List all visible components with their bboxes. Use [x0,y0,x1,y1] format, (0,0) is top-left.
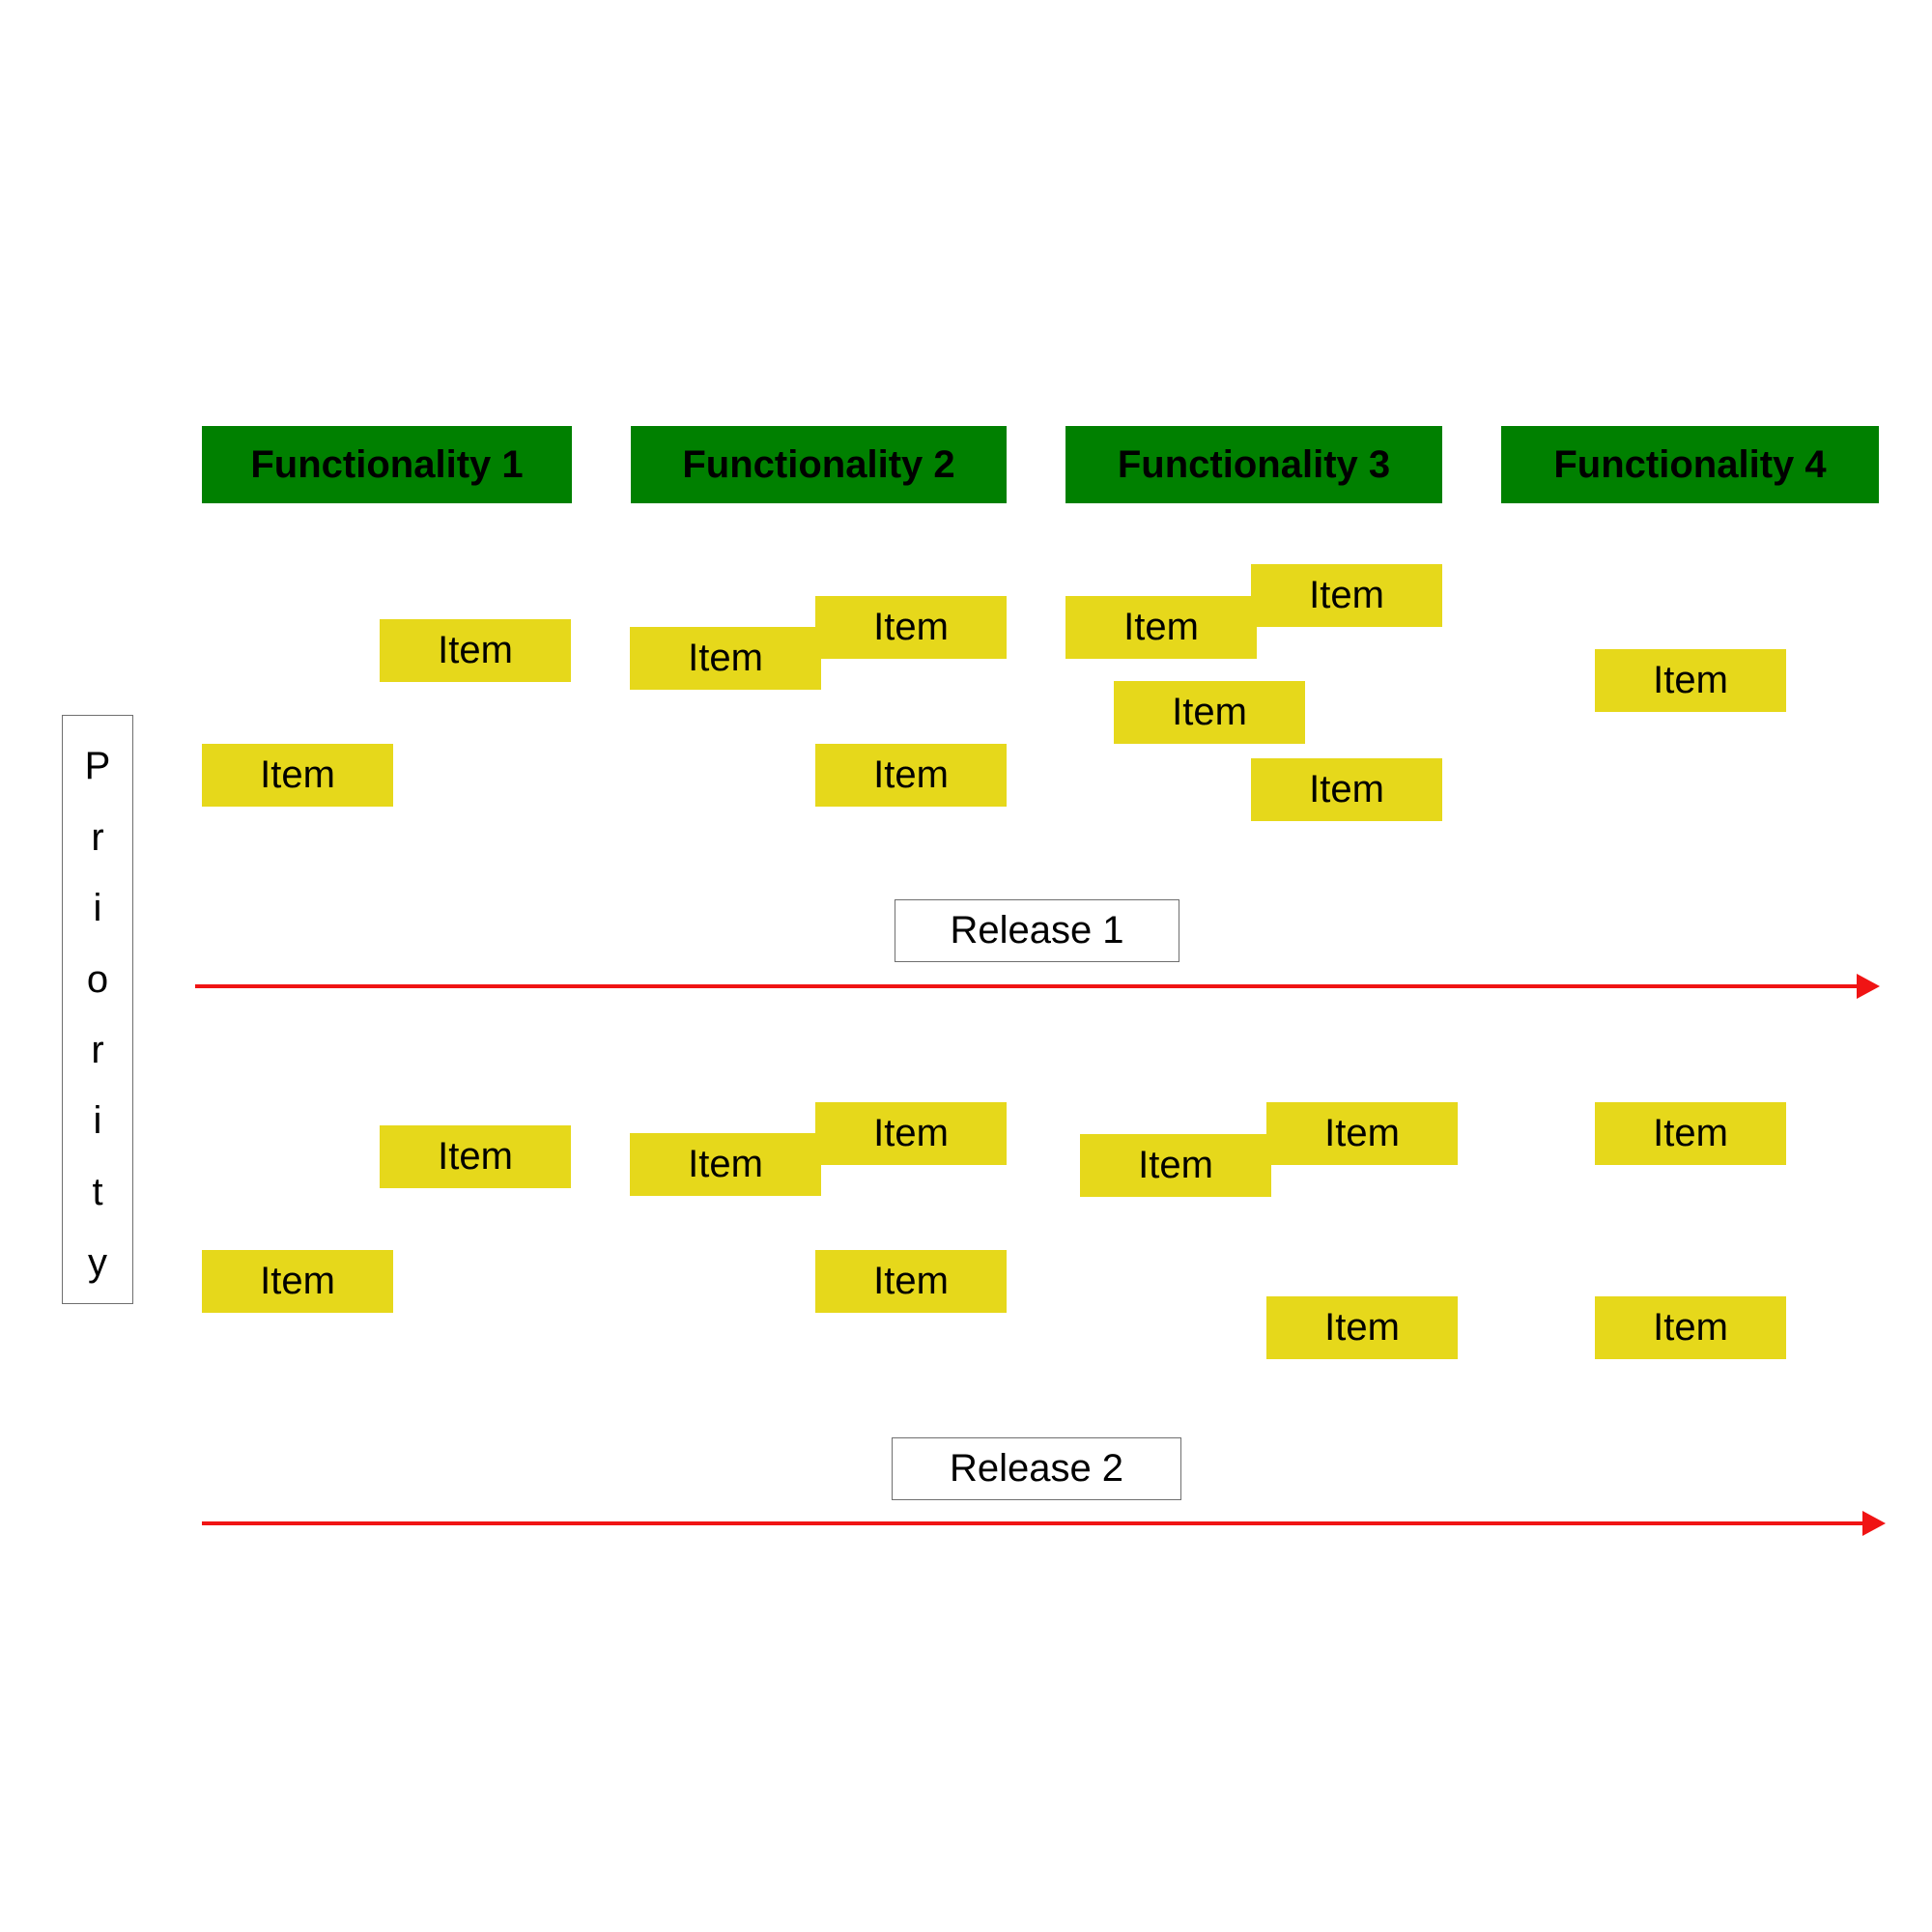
priority-letter: i [93,887,102,929]
item-card[interactable]: Item [630,1133,821,1196]
item-card[interactable]: Item [1065,596,1257,659]
item-card[interactable]: Item [1595,1102,1786,1165]
item-card[interactable]: Item [380,619,571,682]
item-card[interactable]: Item [202,744,393,807]
item-card[interactable]: Item [1114,681,1305,744]
functionality-4-header: Functionality 4 [1501,426,1879,503]
priority-letter: r [91,1029,104,1071]
priority-letter: i [93,1099,102,1142]
release-1-label: Release 1 [895,899,1179,962]
release-2-label: Release 2 [892,1437,1181,1500]
priority-letter: P [84,745,111,787]
item-card[interactable]: Item [1595,1296,1786,1359]
item-card[interactable]: Item [1266,1102,1458,1165]
item-card[interactable]: Item [815,1102,1007,1165]
item-card[interactable]: Item [815,596,1007,659]
item-card[interactable]: Item [815,1250,1007,1313]
item-card[interactable]: Item [1251,564,1442,627]
functionality-1-header: Functionality 1 [202,426,572,503]
priority-letter: y [88,1241,107,1284]
item-card[interactable]: Item [1595,649,1786,712]
priority-letter: o [86,958,109,1001]
priority-letter: t [92,1171,103,1213]
priority-letter: r [91,816,104,859]
item-card[interactable]: Item [630,627,821,690]
item-card[interactable]: Item [380,1125,571,1188]
item-card[interactable]: Item [1251,758,1442,821]
priority-axis-label: P r i o r i t y [62,715,133,1304]
functionality-3-header: Functionality 3 [1065,426,1442,503]
item-card[interactable]: Item [1266,1296,1458,1359]
item-card[interactable]: Item [202,1250,393,1313]
functionality-2-header: Functionality 2 [631,426,1007,503]
item-card[interactable]: Item [1080,1134,1271,1197]
item-card[interactable]: Item [815,744,1007,807]
